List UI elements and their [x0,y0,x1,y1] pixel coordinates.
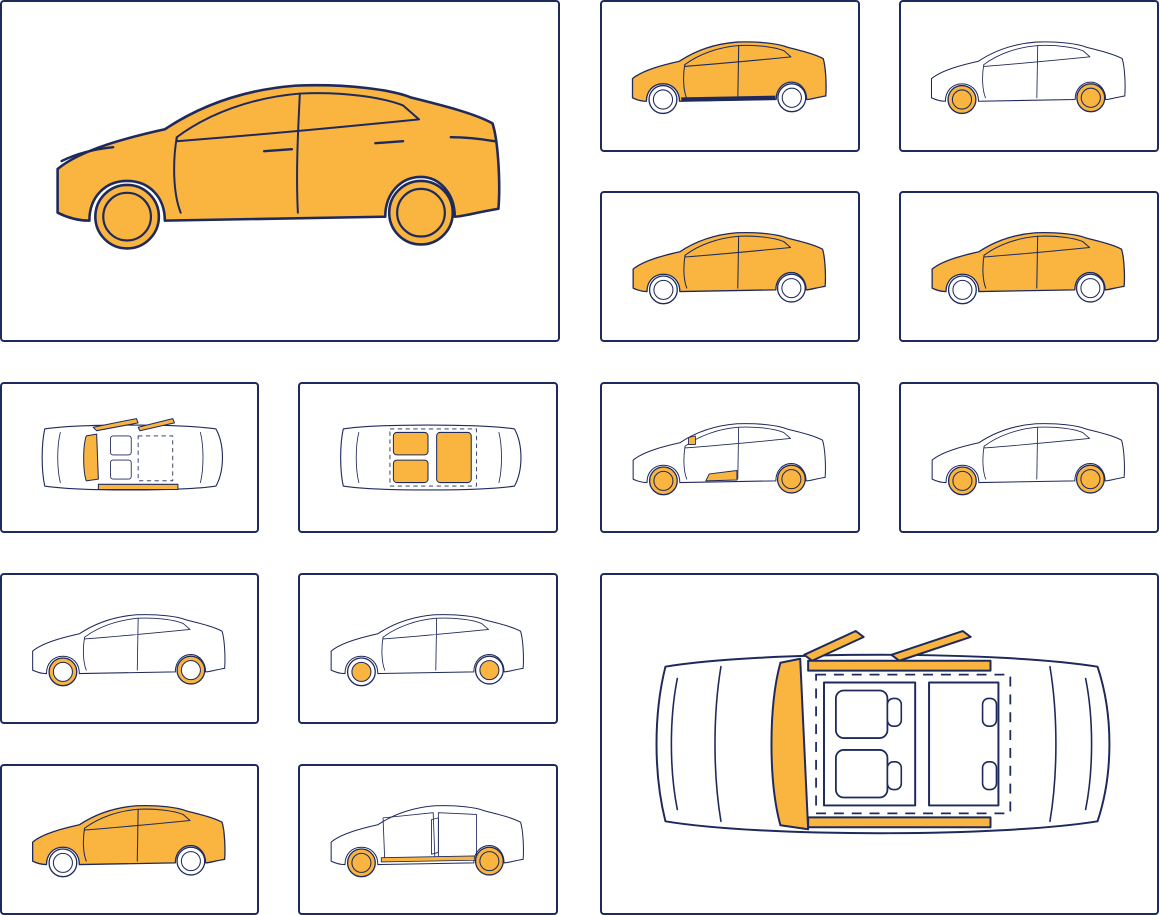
car-side-open-wheels-sills-icon [300,766,556,913]
vehicle-tile-top-door-trims[interactable] [0,382,259,533]
car-side-wheels-icon [901,384,1157,531]
vehicle-tile-side-body-sill[interactable] [600,0,860,152]
car-side-body-sill-icon [602,2,858,150]
vehicle-tile-side-body-2[interactable] [0,764,259,915]
car-top-front-door-trims-icon [602,575,1157,913]
vehicle-tile-side-wheels-2[interactable] [899,382,1159,533]
car-top-door-trims-icon [2,384,257,531]
vehicle-tile-side-tires[interactable] [0,573,259,724]
car-side-wheels-highlight-icon [901,2,1157,150]
car-side-body-icon [602,193,858,340]
vehicle-tile-top-seats[interactable] [298,382,558,533]
vehicle-tile-side-wheels[interactable] [899,0,1159,152]
car-side-whole-body-icon [901,193,1157,340]
vehicle-tile-side-full-body[interactable] [0,0,560,342]
vehicle-tile-side-open-wheels-sills[interactable] [298,764,558,915]
car-side-body-icon [2,766,257,913]
car-side-body-highlight-icon [2,2,558,340]
vehicle-tile-side-whole-body[interactable] [899,191,1159,342]
vehicle-tile-side-rims[interactable] [298,573,558,724]
car-top-seats-icon [300,384,556,531]
car-side-rims-icon [300,575,556,722]
car-side-tires-icon [2,575,257,722]
vehicle-tile-side-wheels-door-panel[interactable] [600,382,860,533]
vehicle-tile-side-body[interactable] [600,191,860,342]
car-side-wheels-door-panel-icon [602,384,858,531]
vehicle-tile-top-front-door-trims[interactable] [600,573,1159,915]
